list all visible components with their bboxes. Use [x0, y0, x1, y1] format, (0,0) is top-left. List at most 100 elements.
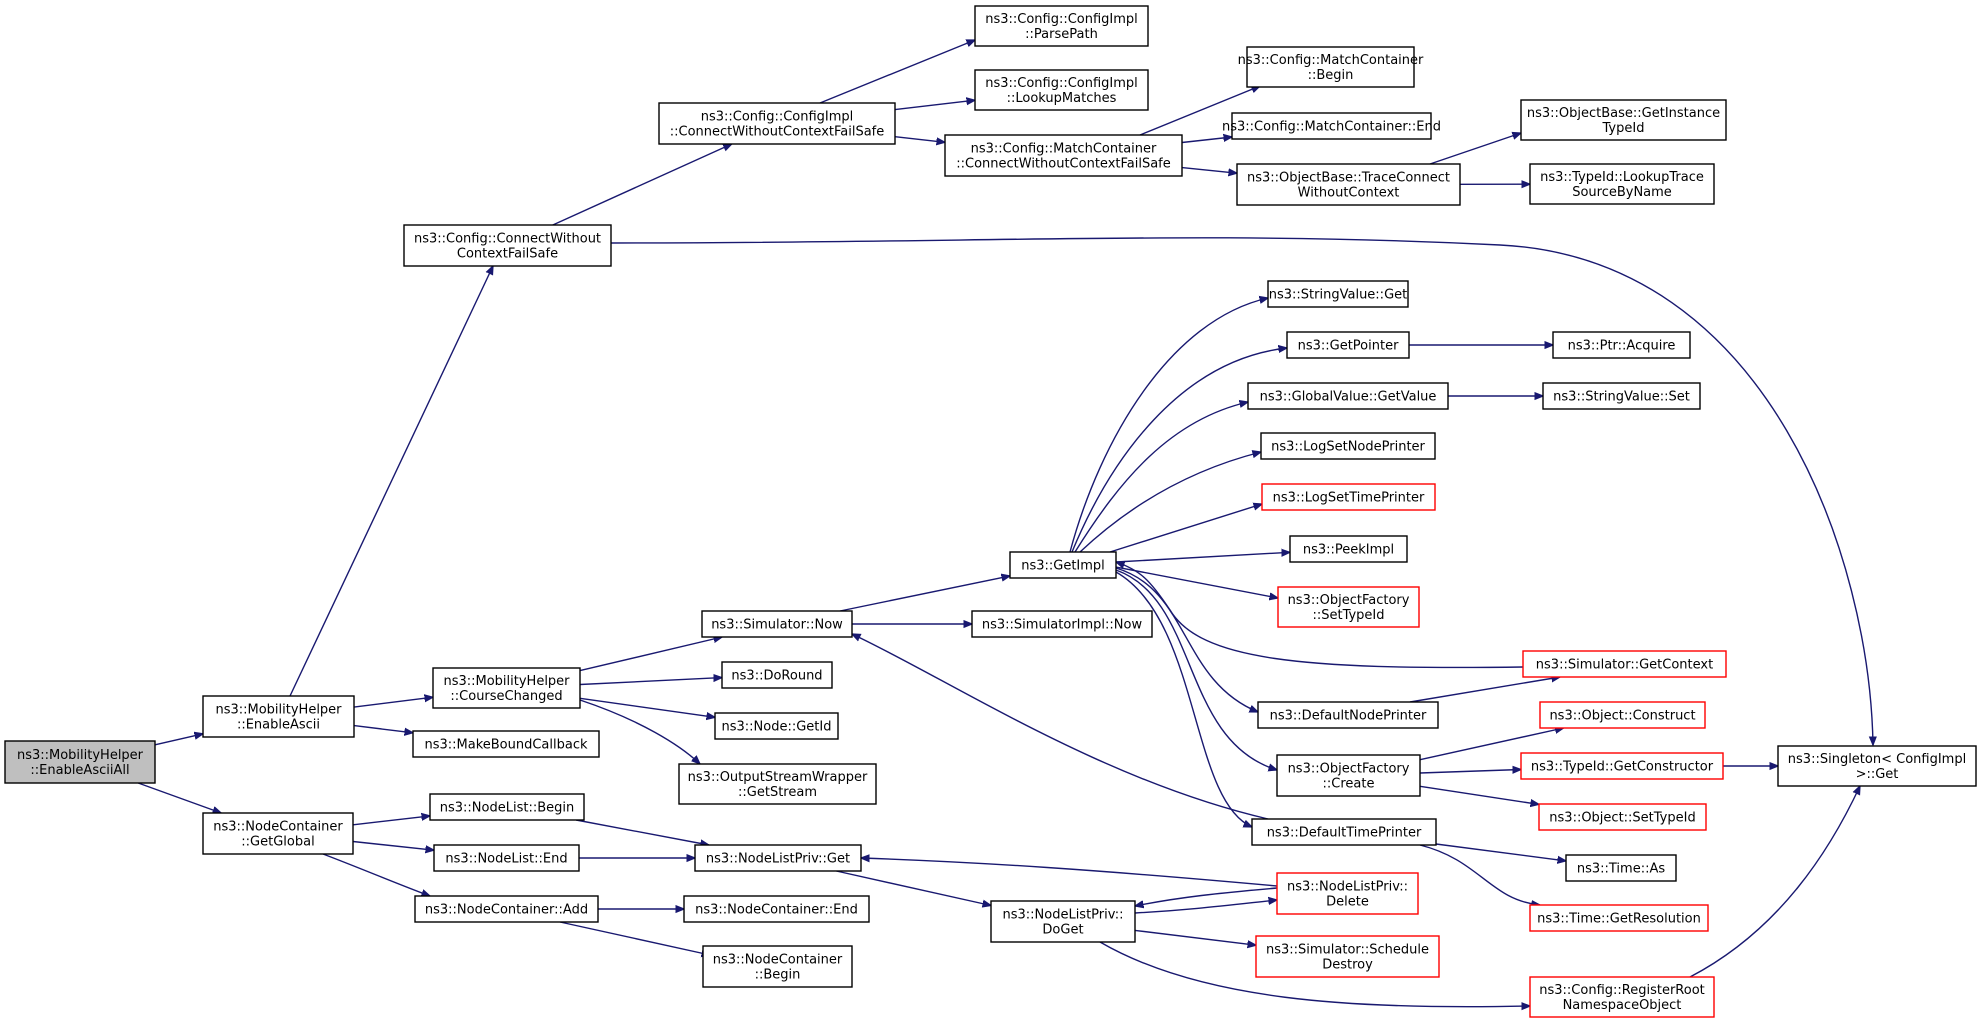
edge-ofCreate-to-objConstruct — [1419, 728, 1564, 761]
node-ptrAcquire[interactable]: ns3::Ptr::Acquire — [1552, 331, 1691, 359]
node-box — [1260, 432, 1436, 460]
edge-getImpl-to-gvGetValue — [1074, 402, 1248, 553]
node-label: ns3::MobilityHelper — [443, 674, 570, 689]
node-nodeGetId[interactable]: ns3::Node::GetId — [714, 712, 839, 740]
node-ncGetGlobal[interactable]: ns3::NodeContainer::GetGlobal — [202, 812, 354, 855]
edge-cfgImplConnect-to-parsePath — [819, 39, 975, 104]
node-objSetTypeId[interactable]: ns3::Object::SetTypeId — [1538, 803, 1707, 831]
node-logSetTimePrinter[interactable]: ns3::LogSetTimePrinter — [1261, 483, 1436, 511]
node-oswGetStream[interactable]: ns3::OutputStreamWrapper::GetStream — [678, 763, 877, 805]
edge-ofCreate-to-objSetTypeId — [1419, 785, 1539, 804]
node-singletonGet[interactable]: ns3::Singleton< ConfigImpl >::Get — [1777, 745, 1977, 787]
node-box — [1539, 701, 1706, 729]
node-logSetNodePrinter[interactable]: ns3::LogSetNodePrinter — [1260, 432, 1436, 460]
edge-nlpDelete-to-nodeListPrivGet — [861, 858, 1278, 887]
node-enableAscii[interactable]: ns3::MobilityHelper::EnableAscii — [202, 695, 355, 738]
node-label: ns3::Config::MatchContainer — [1238, 53, 1424, 68]
node-label: ns3::StringValue::Set — [1553, 390, 1690, 405]
node-ncBegin[interactable]: ns3::NodeContainer::Begin — [702, 945, 853, 988]
node-timeAs[interactable]: ns3::Time::As — [1565, 854, 1677, 882]
node-lookupMatches[interactable]: ns3::Config::ConfigImpl::LookupMatches — [974, 69, 1149, 111]
node-gvGetValue[interactable]: ns3::GlobalValue::GetValue — [1247, 382, 1449, 410]
node-ofCreate[interactable]: ns3::ObjectFactory::Create — [1276, 754, 1421, 797]
node-mcEnd[interactable]: ns3::Config::MatchContainer::End — [1222, 112, 1441, 140]
node-root[interactable]: ns3::MobilityHelper::EnableAsciiAll — [4, 740, 156, 784]
edge-nlpDelete-to-nlpDoGet — [1135, 887, 1278, 906]
nodes-layer: ns3::MobilityHelper::EnableAsciiAllns3::… — [4, 5, 1977, 1018]
node-label: ns3::GetPointer — [1298, 339, 1399, 354]
node-box — [944, 134, 1183, 177]
node-box — [1255, 935, 1440, 978]
node-box — [974, 5, 1149, 47]
node-peekImpl[interactable]: ns3::PeekImpl — [1289, 535, 1408, 563]
node-label: ns3::NodeContainer — [213, 820, 343, 835]
node-timeGetResolution[interactable]: ns3::Time::GetResolution — [1529, 904, 1709, 932]
node-label: ::SetTypeId — [1312, 608, 1384, 623]
node-label: ns3::ObjectFactory — [1288, 762, 1410, 777]
node-ncEnd[interactable]: ns3::NodeContainer::End — [683, 895, 870, 923]
node-label: ::Begin — [755, 968, 801, 983]
node-box — [429, 793, 585, 821]
node-getPointer[interactable]: ns3::GetPointer — [1286, 331, 1410, 359]
node-mcBegin[interactable]: ns3::Config::MatchContainer::Begin — [1238, 46, 1424, 88]
edge-courseChanged-to-oswGetStream — [579, 699, 700, 764]
node-ofSetTypeId[interactable]: ns3::ObjectFactory::SetTypeId — [1277, 586, 1420, 628]
edge-cfgImplConnect-to-lookupMatches — [894, 100, 975, 111]
node-stringValueSet[interactable]: ns3::StringValue::Set — [1542, 382, 1701, 410]
node-nodeListBegin[interactable]: ns3::NodeList::Begin — [429, 793, 585, 821]
node-box — [1257, 701, 1439, 729]
node-label: ::ConnectWithoutContextFailSafe — [956, 157, 1171, 172]
node-doRound[interactable]: ns3::DoRound — [721, 661, 833, 689]
node-box — [1247, 382, 1449, 410]
node-nodeListEnd[interactable]: ns3::NodeList::End — [433, 844, 580, 872]
node-defaultNodePrinter[interactable]: ns3::DefaultNodePrinter — [1257, 701, 1439, 729]
edge-ncGetGlobal-to-nodeListBegin — [352, 816, 430, 826]
node-label: ns3::NodeListPriv:: — [1002, 908, 1123, 923]
node-simGetContext[interactable]: ns3::Simulator::GetContext — [1522, 650, 1727, 678]
node-mcConnect[interactable]: ns3::Config::MatchContainer::ConnectWith… — [944, 134, 1183, 177]
node-label: ns3::SimulatorImpl::Now — [982, 618, 1143, 633]
node-box — [974, 69, 1149, 111]
node-parsePath[interactable]: ns3::Config::ConfigImpl::ParsePath — [974, 5, 1149, 47]
node-traceConnect[interactable]: ns3::ObjectBase::TraceConnectWithoutCont… — [1236, 163, 1461, 206]
node-box — [1529, 904, 1709, 932]
node-makeBound[interactable]: ns3::MakeBoundCallback — [412, 730, 600, 758]
node-label: NamespaceObject — [1563, 998, 1682, 1013]
node-objConstruct[interactable]: ns3::Object::Construct — [1539, 701, 1706, 729]
node-label: ::LookupMatches — [1007, 91, 1117, 106]
node-label: DoGet — [1042, 923, 1083, 938]
node-typeIdGetConstructor[interactable]: ns3::TypeId::GetConstructor — [1520, 752, 1724, 780]
edge-enableAscii-to-makeBound — [353, 724, 413, 733]
node-label: Delete — [1326, 895, 1369, 910]
node-courseChanged[interactable]: ns3::MobilityHelper::CourseChanged — [432, 667, 581, 709]
node-label: ns3::MobilityHelper — [17, 748, 144, 763]
node-nlpDoGet[interactable]: ns3::NodeListPriv::DoGet — [990, 900, 1136, 943]
node-defaultTimePrinter[interactable]: ns3::DefaultTimePrinter — [1251, 818, 1437, 846]
edge-getImpl-to-ofCreate — [1115, 569, 1277, 770]
node-label: ns3::DoRound — [731, 669, 822, 684]
node-nodeListPrivGet[interactable]: ns3::NodeListPriv::Get — [694, 844, 862, 872]
node-getImpl[interactable]: ns3::GetImpl — [1009, 551, 1117, 579]
edge-getImpl-to-getPointer — [1071, 348, 1287, 553]
node-label: ns3::NodeListPriv:: — [1287, 880, 1408, 895]
node-label: ::ConnectWithoutContextFailSafe — [670, 125, 885, 140]
node-box — [1289, 535, 1408, 563]
node-box — [721, 661, 833, 689]
node-label: TypeId — [1602, 121, 1645, 136]
node-simImplNow[interactable]: ns3::SimulatorImpl::Now — [971, 610, 1153, 638]
node-cfgImplConnect[interactable]: ns3::Config::ConfigImpl::ConnectWithoutC… — [658, 102, 896, 145]
edge-defaultTimePrinter-to-timeGetResolution — [1419, 844, 1540, 905]
edge-getImpl-to-logSetTimePrinter — [1109, 504, 1262, 553]
node-label: ns3::TypeId::GetConstructor — [1531, 760, 1714, 775]
edge-nlpDoGet-to-simScheduleDestroy — [1134, 929, 1256, 945]
node-connectWithout[interactable]: ns3::Config::ConnectWithoutContextFailSa… — [403, 224, 612, 267]
node-simNow[interactable]: ns3::Simulator::Now — [701, 610, 853, 638]
edge-connectWithout-to-cfgImplConnect — [552, 144, 732, 226]
node-ncAdd[interactable]: ns3::NodeContainer::Add — [414, 895, 599, 923]
node-nlpDelete[interactable]: ns3::NodeListPriv::Delete — [1276, 872, 1419, 915]
node-stringValueGet[interactable]: ns3::StringValue::Get — [1267, 280, 1409, 308]
